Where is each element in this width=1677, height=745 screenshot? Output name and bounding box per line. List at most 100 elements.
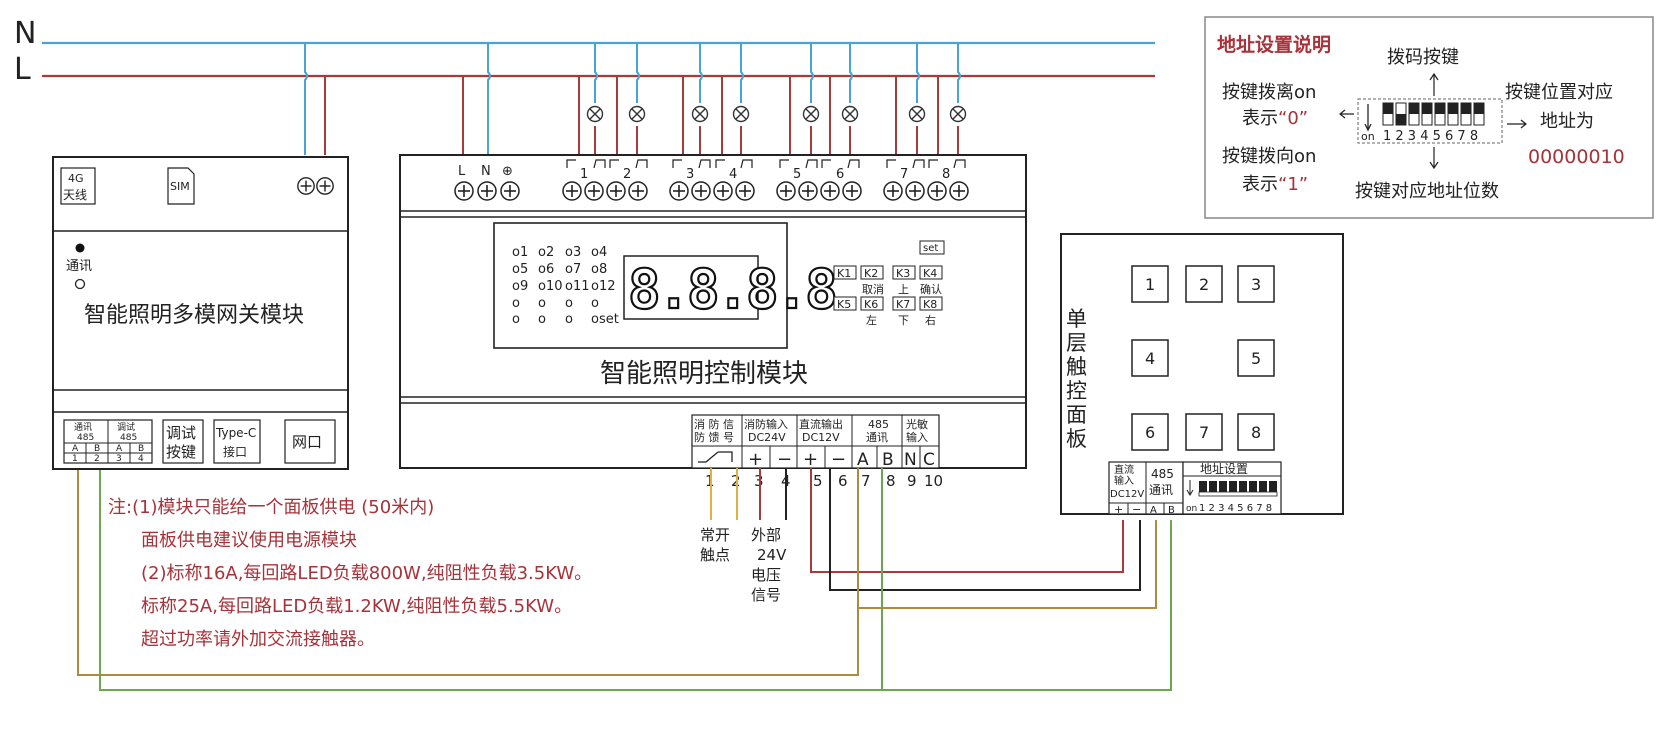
bottom-terminal-block: 消 防 信 防 馈 号 消防输入 DC24V 直流输出 DC12V 485 通讯… — [691, 414, 940, 470]
power-terminal-icon — [297, 177, 315, 195]
addr-bottom: 按键对应地址位数 — [1355, 181, 1499, 202]
svg-text:N: N — [904, 450, 917, 470]
antenna-label: 4G — [68, 172, 84, 185]
dip-keys — [1382, 102, 1485, 126]
svg-text:3: 3 — [754, 472, 764, 490]
svg-text:5: 5 — [1251, 349, 1261, 368]
svg-text:8: 8 — [886, 472, 896, 490]
ctrl-l-label: L — [458, 164, 466, 179]
lamp-circuits — [578, 43, 961, 155]
svg-text:−: − — [831, 449, 846, 470]
nc-contact-icon — [698, 451, 733, 463]
svg-text:通讯: 通讯 — [1149, 483, 1173, 497]
svg-text:取消: 取消 — [862, 282, 884, 296]
antenna-label-2: 天线 — [63, 188, 87, 202]
panel-button[interactable] — [1237, 265, 1275, 303]
svg-text:−: − — [777, 449, 792, 470]
set-button[interactable] — [919, 240, 945, 255]
controller-module: L N ⊕ 1 2 3 4 5 6 7 8 — [399, 154, 1027, 470]
terminal-screw-icon — [454, 181, 474, 201]
lamp-icon — [841, 105, 859, 123]
controller-title: 智能照明控制模块 — [600, 359, 808, 389]
port-a-title: 通讯 — [74, 422, 92, 433]
svg-text:层: 层 — [1066, 331, 1087, 355]
ethernet-port — [284, 419, 336, 464]
panel-button[interactable] — [1185, 265, 1223, 303]
key-button[interactable] — [833, 296, 857, 311]
sim-slot — [167, 167, 195, 205]
on-line-1: 按键拨向on — [1222, 146, 1316, 167]
channel-label: 2 — [623, 167, 631, 182]
panel-button[interactable] — [1237, 413, 1275, 451]
panel-button[interactable] — [1237, 339, 1275, 377]
panel-dip-switch[interactable] — [1198, 481, 1278, 497]
svg-text:右: 右 — [925, 313, 936, 327]
svg-text:光敏: 光敏 — [906, 417, 928, 431]
svg-text:o7: o7 — [565, 262, 581, 277]
contact-note-2: 触点 — [700, 546, 730, 564]
svg-text:7: 7 — [861, 472, 871, 490]
svg-text:1: 1 — [1145, 275, 1155, 294]
svg-text:o1: o1 — [512, 245, 528, 260]
key-button[interactable] — [833, 265, 857, 280]
panel-button[interactable] — [1131, 339, 1169, 377]
key-button[interactable] — [892, 296, 916, 311]
svg-text:o4: o4 — [591, 245, 607, 260]
right-line-1: 按键位置对应 — [1505, 82, 1613, 103]
port-num: 4 — [138, 454, 144, 464]
svg-text:2: 2 — [731, 472, 741, 490]
svg-text:3: 3 — [1251, 275, 1261, 294]
key-button[interactable] — [919, 296, 943, 311]
port-letter: A — [116, 444, 123, 454]
svg-text:+: + — [748, 449, 763, 470]
svg-text:K6: K6 — [864, 298, 878, 311]
off-line-2: 表示“0” — [1242, 108, 1308, 129]
panel-button[interactable] — [1131, 265, 1169, 303]
off-line-1: 按键拨离on — [1222, 82, 1316, 103]
sim-label: SIM — [170, 180, 190, 193]
svg-text:485: 485 — [868, 418, 889, 431]
addr-box-title: 地址设置说明 — [1217, 33, 1331, 56]
key-button[interactable] — [860, 296, 884, 311]
key-button[interactable] — [860, 265, 884, 280]
svg-text:防 馈 号: 防 馈 号 — [694, 430, 734, 444]
svg-text:1 2 3 4 5 6 7 8: 1 2 3 4 5 6 7 8 — [1199, 503, 1272, 514]
svg-text:o12: o12 — [591, 279, 616, 294]
panel-button[interactable] — [1131, 413, 1169, 451]
gateway-n-drop — [304, 43, 308, 155]
comm-led-icon — [75, 243, 85, 253]
key-button[interactable] — [919, 265, 943, 280]
comm-label: 通讯 — [66, 259, 92, 274]
svg-text:直流: 直流 — [1114, 463, 1134, 476]
svg-text:o: o — [565, 312, 573, 327]
svg-text:消防输入: 消防输入 — [744, 417, 788, 431]
ext-note: 外部 — [751, 526, 781, 544]
svg-text:DC12V: DC12V — [1110, 489, 1144, 500]
svg-text:下: 下 — [898, 314, 909, 327]
terminal-screw-icon — [477, 181, 497, 201]
port-b-title: 调试 — [117, 421, 135, 433]
lamp-icon — [628, 105, 646, 123]
ground-icon: ⊕ — [502, 164, 513, 179]
key-button[interactable] — [892, 265, 916, 280]
lamp-icon — [802, 105, 820, 123]
note-line-5: 超过功率请外加交流接触器。 — [141, 629, 375, 650]
svg-text:−: − — [1132, 503, 1141, 516]
svg-text:o5: o5 — [512, 262, 528, 277]
ext-note-2: 24V — [757, 546, 787, 564]
right-arrow-icon — [1507, 119, 1527, 129]
svg-text:K3: K3 — [896, 267, 910, 280]
lamp-icon — [691, 105, 709, 123]
typec-label-2: 接口 — [223, 444, 247, 459]
note-line-2: 面板供电建议使用电源模块 — [141, 530, 357, 551]
panel-button[interactable] — [1185, 413, 1223, 451]
down-arrow-icon — [1364, 123, 1372, 132]
svg-text:消 防 信: 消 防 信 — [694, 417, 734, 431]
typec-label: Type-C — [215, 426, 256, 440]
left-arrow-icon — [1339, 109, 1354, 119]
svg-text:o: o — [512, 312, 520, 327]
debug-button[interactable] — [162, 419, 204, 464]
svg-text:直流输出: 直流输出 — [799, 417, 843, 431]
svg-text:o11: o11 — [565, 279, 590, 294]
svg-text:5: 5 — [813, 472, 823, 490]
